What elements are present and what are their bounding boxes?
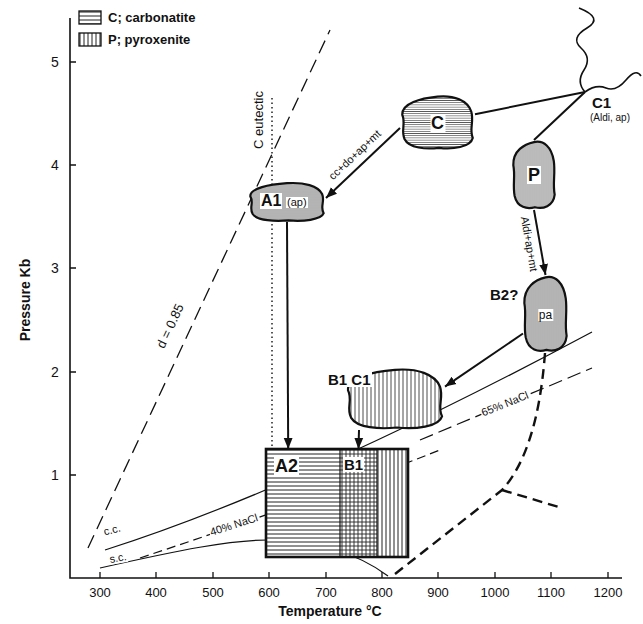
- curve-label: c.c.: [101, 522, 122, 538]
- pyroxenite-blob: B2?pa: [523, 275, 568, 353]
- blob-path: [402, 96, 473, 148]
- axis-tick-label: 5: [51, 55, 59, 69]
- node-label: A1: [260, 193, 282, 209]
- carbonatite-field: A2: [266, 449, 340, 557]
- connector-arrow: [445, 334, 523, 387]
- axis-tick-label: 400: [145, 586, 167, 599]
- legend-swatch-box: [79, 33, 101, 46]
- mixed-field: B1: [340, 449, 377, 557]
- axis-tick-label: 4: [51, 158, 59, 172]
- axes: [70, 18, 622, 578]
- node-label: P: [527, 166, 541, 184]
- axis-tick-label: 1: [51, 468, 59, 482]
- axis-title: Pressure Kb: [18, 259, 32, 341]
- axis-tick-label: 700: [315, 586, 337, 599]
- axis-tick-label: 900: [427, 586, 449, 599]
- curve-label: 40% NaCl: [208, 512, 260, 538]
- ci-source-outline: [577, 8, 641, 92]
- connector-arrow: [287, 222, 288, 449]
- pyroxenite-blob: P: [512, 140, 556, 210]
- axis-tick-label: 1100: [537, 586, 565, 599]
- connector-arrow: [475, 92, 585, 114]
- axis-tick-label: 300: [89, 586, 111, 599]
- node-label: C1: [591, 95, 612, 110]
- axis-tick-label: 600: [258, 586, 280, 599]
- node-label: B2?: [489, 287, 519, 302]
- legend-swatch-box: [79, 11, 101, 24]
- blob-path: [513, 142, 554, 208]
- axis-tick-label: 800: [371, 586, 393, 599]
- legend-swatch: [78, 10, 102, 25]
- connector-arrow: [358, 430, 361, 449]
- axis-tick-label: 2: [51, 365, 59, 379]
- node-label: B1: [343, 457, 364, 472]
- axis-title: Temperature °C: [278, 604, 381, 618]
- blob-path: [524, 277, 566, 351]
- legend-label: P; pyroxenite: [108, 33, 190, 46]
- node-label: C: [430, 114, 445, 132]
- legend-label: C; carbonatite: [108, 11, 195, 24]
- axis-tick-label: 500: [202, 586, 224, 599]
- curve-label: C eutectic: [252, 90, 265, 150]
- node-label: A2: [274, 457, 299, 475]
- axis-tick-label: 1200: [594, 586, 623, 599]
- axis-tick-label: 1000: [481, 586, 510, 599]
- node-label: (ap): [286, 197, 308, 208]
- curve-label: d = 0.85: [154, 301, 187, 351]
- axis-tick-label: 3: [51, 261, 59, 275]
- experiment-box: [266, 449, 408, 557]
- edge-label: cc+do+ap+mt: [327, 127, 385, 182]
- node-label: B1 C1: [327, 372, 372, 387]
- phase-curves: [88, 30, 592, 576]
- node-label: (Aldi, ap): [589, 113, 631, 123]
- legend-swatch: [78, 32, 102, 47]
- node-label: pa: [538, 309, 553, 321]
- source-corner: C1 (Aldi, ap): [585, 92, 639, 130]
- curve-label: 65% NaCl: [479, 389, 531, 419]
- carbonatite-blob: A1 (ap): [248, 182, 326, 222]
- carbonatite-blob: C: [400, 95, 475, 150]
- pyroxenite-blob: B1 C1: [345, 368, 445, 430]
- connector-arrow: [534, 92, 585, 140]
- connector-arrow: [326, 128, 400, 198]
- blob-path: [250, 183, 323, 221]
